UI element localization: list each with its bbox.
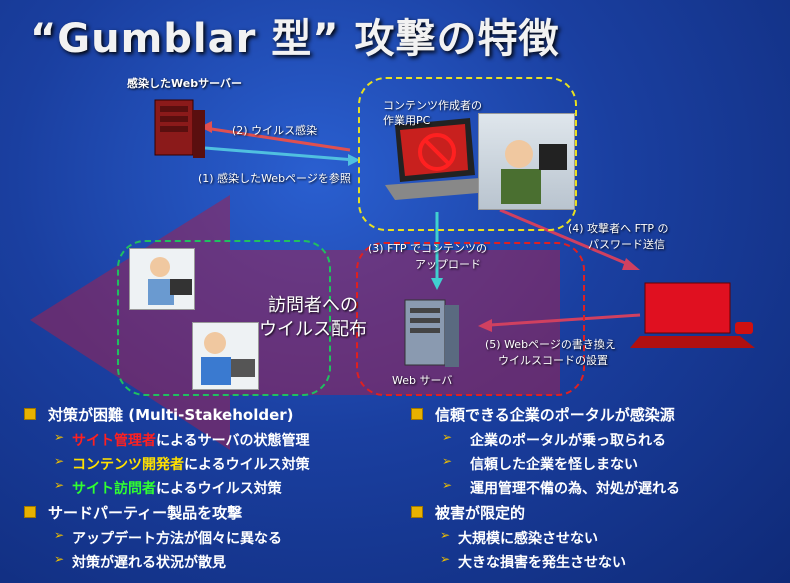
left-item-5: ➢対策が遅れる状況が散見: [54, 552, 226, 571]
visitor-man-photo: [192, 322, 259, 390]
step4-label-1: (4) 攻撃者へ FTP の: [568, 222, 669, 235]
left-item-1: ➢サイト管理者によるサーバの状態管理: [54, 430, 310, 449]
web-server-icon: [404, 299, 459, 367]
visitor-family-photo: [129, 248, 195, 310]
attacker-laptop-icon: [630, 282, 755, 348]
right-item-1: ➢企業のポータルが乗っ取られる: [442, 430, 666, 449]
infected-server-icon: [154, 99, 205, 158]
right-item-4: ➢大規模に感染させない: [440, 528, 598, 547]
right-heading-2: 被害が限定的: [411, 502, 525, 523]
visitor-box: [117, 240, 331, 396]
step1-label: (1) 感染したWebページを参照: [198, 172, 351, 185]
arrow-rewrite: [489, 313, 641, 327]
step5-label-1: (5) Webページの書き換え: [485, 338, 616, 351]
right-item-5: ➢大きな損害を発生させない: [440, 552, 626, 571]
arrow-infection: [204, 126, 351, 152]
right-item-3: ➢運用管理不備の為、対処が遅れる: [442, 478, 680, 497]
laptop-prohibited-icon: [385, 118, 490, 200]
arrow-reference: [204, 146, 356, 162]
left-item-3: ➢サイト訪問者によるウイルス対策: [54, 478, 282, 497]
web-server-box: [356, 242, 585, 396]
step5-label-2: ウイルスコードの設置: [498, 354, 608, 367]
right-item-2: ➢信頼した企業を怪しまない: [442, 454, 638, 473]
visitor-label-1: 訪問者への: [268, 295, 358, 316]
pc-box-label-2: 作業用PC: [383, 114, 431, 127]
left-heading-2: サードパーティー製品を攻撃: [24, 502, 242, 523]
step3-label-1: (3) FTP でコンテンツの: [368, 242, 488, 255]
left-item-2: ➢コンテンツ開発者によるウイルス対策: [54, 454, 310, 473]
visitor-distribution-label: 訪問者への ウイルス配布: [258, 294, 368, 342]
left-item-4: ➢アップデート方法が個々に異なる: [54, 528, 282, 547]
pc-box-label-1: コンテンツ作成者の: [383, 99, 482, 112]
slide-title: “Gumblar 型” 攻撃の特徴: [30, 16, 560, 62]
right-heading-1: 信頼できる企業のポータルが感染源: [411, 404, 675, 425]
visitor-label-2: ウイルス配布: [259, 319, 367, 340]
web-server-label: Web サーバ: [392, 374, 453, 387]
step3-label-2: アップロード: [415, 258, 481, 271]
step2-label: (2) ウイルス感染: [232, 124, 318, 137]
creator-pc-box: [358, 77, 577, 231]
arrow-password: [499, 208, 631, 267]
creator-photo: [478, 113, 575, 210]
step4-label-2: パスワード送信: [588, 238, 665, 251]
infected-server-label: 感染したWebサーバー: [127, 77, 242, 90]
left-heading-1: 対策が困難 (Multi-Stakeholder): [24, 404, 294, 425]
